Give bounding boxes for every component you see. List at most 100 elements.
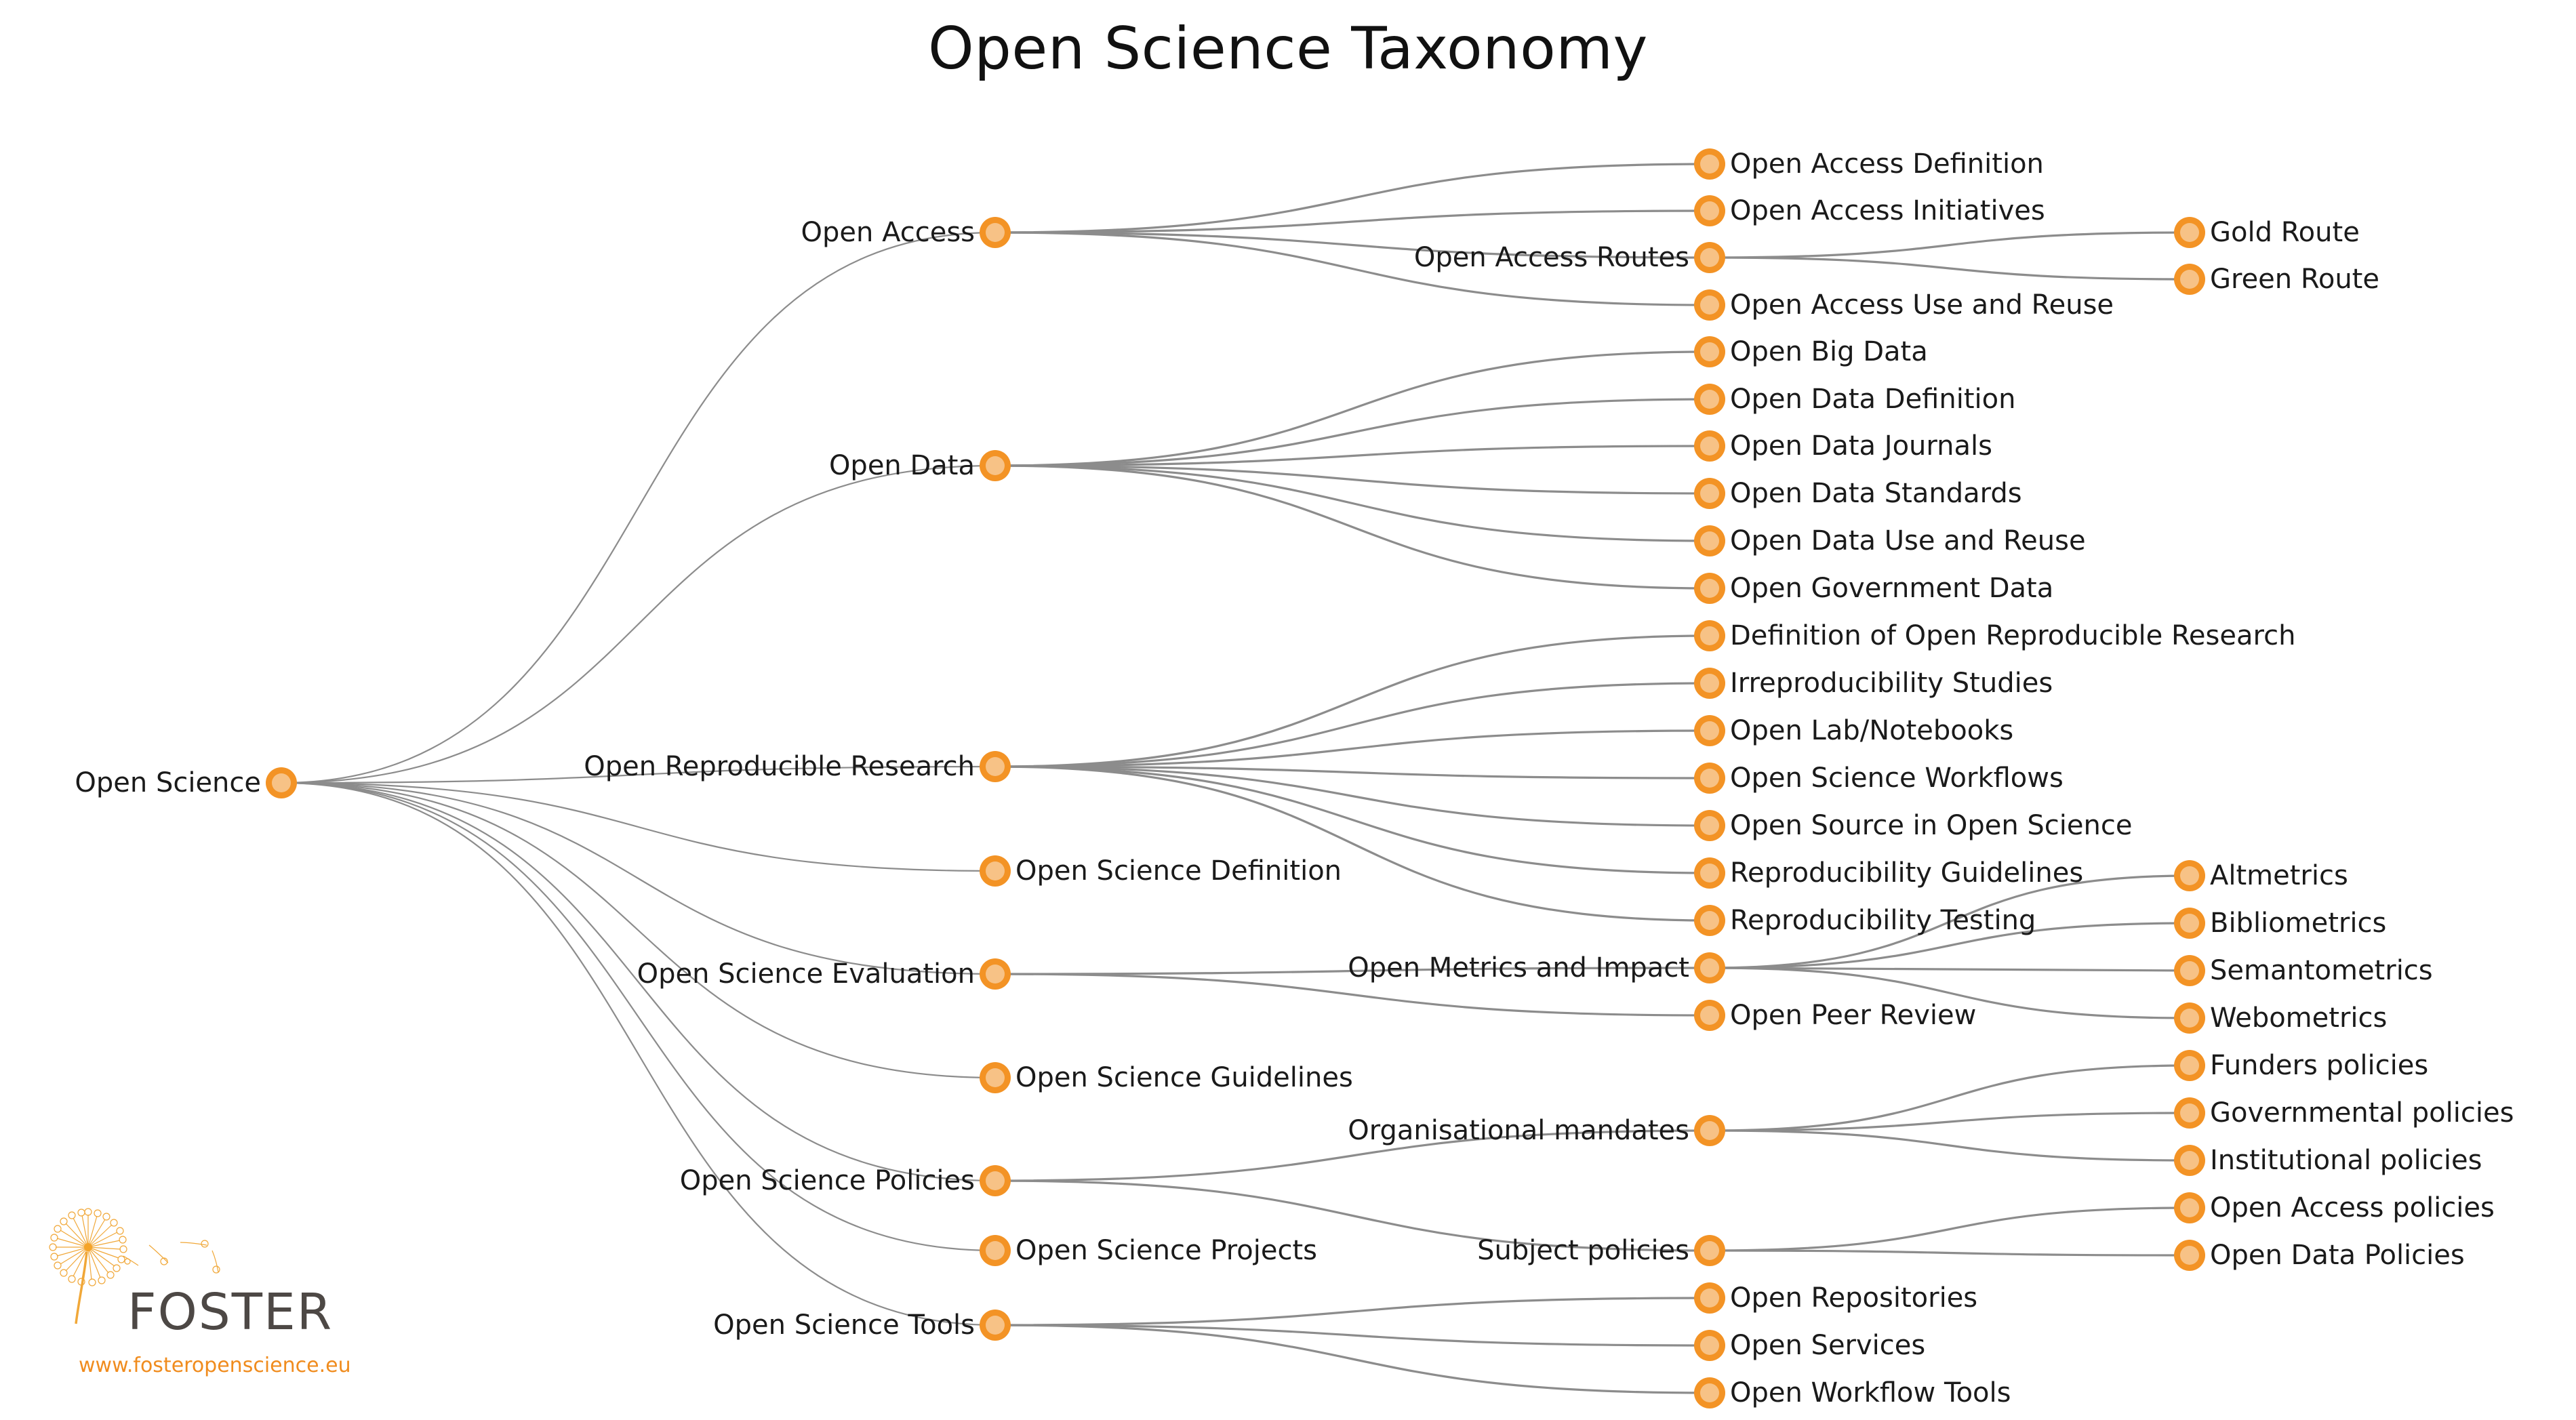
- logo-wordmark: FOSTER: [127, 1283, 334, 1341]
- tree-node-oainit[interactable]: [1694, 195, 1725, 226]
- tree-node-label: Open Government Data: [1730, 573, 2054, 604]
- tree-node-label: Open Access: [801, 217, 975, 248]
- tree-node-label: Open Science Evaluation: [637, 958, 975, 990]
- tree-edge: [994, 350, 1710, 467]
- tree-node-oa[interactable]: [980, 217, 1011, 248]
- tree-node-dorr[interactable]: [1694, 620, 1725, 651]
- tree-node-biblio[interactable]: [2174, 908, 2205, 939]
- tree-edge: [994, 1129, 1710, 1182]
- tree-node-label: Open Data: [828, 450, 975, 481]
- tree-edge: [1709, 967, 2190, 972]
- tree-node-ods[interactable]: [1694, 478, 1725, 509]
- tree-node-label: Bibliometrics: [2210, 908, 2387, 939]
- tree-node-oause[interactable]: [1694, 289, 1725, 321]
- tree-node-oln[interactable]: [1694, 715, 1725, 746]
- tree-node-label: Open Source in Open Science: [1730, 810, 2133, 841]
- tree-edge: [994, 729, 1710, 768]
- tree-node-odj[interactable]: [1694, 430, 1725, 462]
- tree-edge: [281, 464, 996, 784]
- tree-edge: [281, 782, 996, 872]
- tree-node-instp[interactable]: [2174, 1145, 2205, 1176]
- tree-node-subp[interactable]: [1694, 1235, 1725, 1266]
- tree-edge: [994, 765, 1710, 827]
- tree-edge: [1709, 231, 2190, 259]
- tree-edge: [994, 209, 1710, 234]
- tree-node-orep[interactable]: [1694, 1282, 1725, 1314]
- tree-node-oduse[interactable]: [1694, 525, 1725, 556]
- tree-node-semanto[interactable]: [2174, 955, 2205, 986]
- tree-node-label: Open Metrics and Impact: [1348, 952, 1689, 983]
- tree-node-label: Altmetrics: [2210, 860, 2348, 891]
- tree-edge: [994, 967, 1710, 975]
- tree-node-irs[interactable]: [1694, 668, 1725, 699]
- tree-edge: [281, 231, 996, 784]
- tree-node-label: Open Workflow Tools: [1730, 1377, 2011, 1408]
- tree-node-label: Open Access Initiatives: [1730, 195, 2045, 226]
- tree-edge: [1709, 922, 2190, 969]
- logo-url[interactable]: www.fosteropenscience.eu: [79, 1354, 351, 1377]
- tree-node-govp[interactable]: [2174, 1097, 2205, 1129]
- tree-node-oserv[interactable]: [1694, 1330, 1725, 1361]
- tree-node-label: Reproducibility Guidelines: [1730, 857, 2084, 889]
- tree-node-label: Open Science Projects: [1015, 1235, 1318, 1266]
- tree-node-osproj[interactable]: [980, 1235, 1011, 1266]
- tree-node-label: Open Data Policies: [2210, 1240, 2465, 1271]
- tree-edge: [1709, 1112, 2190, 1132]
- tree-edge: [994, 765, 1710, 922]
- tree-node-label: Subject policies: [1477, 1235, 1689, 1266]
- tree-edge: [994, 634, 1710, 768]
- tree-edge: [994, 231, 1710, 306]
- tree-node-label: Open Services: [1730, 1330, 1926, 1361]
- tree-node-osw[interactable]: [1694, 763, 1725, 794]
- tree-node-label: Open Lab/Notebooks: [1730, 715, 2014, 746]
- tree-node-owt[interactable]: [1694, 1377, 1725, 1408]
- tree-node-oadef[interactable]: [1694, 148, 1725, 180]
- tree-edge: [994, 445, 1710, 467]
- tree-node-gold[interactable]: [2174, 217, 2205, 248]
- tree-node-label: Irreproducibility Studies: [1730, 668, 2053, 699]
- tree-node-rg[interactable]: [1694, 857, 1725, 889]
- tree-node-oddef[interactable]: [1694, 384, 1725, 415]
- tree-node-osos[interactable]: [1694, 810, 1725, 841]
- tree-node-label: Open Access Definition: [1730, 148, 2044, 180]
- tree-node-label: Open Peer Review: [1730, 1000, 1977, 1031]
- tree-edge: [281, 782, 996, 1252]
- tree-node-label: Institutional policies: [2210, 1145, 2482, 1176]
- tree-edge: [994, 464, 1710, 590]
- tree-node-alt[interactable]: [2174, 860, 2205, 891]
- tree-node-label: Open Access policies: [2210, 1192, 2495, 1223]
- tree-node-obd[interactable]: [1694, 336, 1725, 367]
- tree-node-webo[interactable]: [2174, 1002, 2205, 1034]
- tree-node-fundp[interactable]: [2174, 1050, 2205, 1081]
- tree-node-osp[interactable]: [980, 1165, 1011, 1196]
- tree-node-rt[interactable]: [1694, 905, 1725, 936]
- tree-node-oaroutes[interactable]: [1694, 242, 1725, 273]
- tree-node-orr[interactable]: [980, 751, 1011, 782]
- tree-node-osg[interactable]: [980, 1062, 1011, 1093]
- tree-node-label: Definition of Open Reproducible Research: [1730, 620, 2296, 651]
- tree-edge: [1709, 967, 2190, 1019]
- tree-edge: [1709, 1129, 2190, 1162]
- tree-node-label: Gold Route: [2210, 217, 2360, 248]
- tree-node-od[interactable]: [980, 450, 1011, 481]
- tree-node-label: Webometrics: [2210, 1002, 2388, 1034]
- tree-edge: [281, 782, 996, 1182]
- tree-node-osd[interactable]: [980, 855, 1011, 887]
- tree-node-green[interactable]: [2174, 264, 2205, 295]
- tree-node-label: Open Data Definition: [1730, 384, 2016, 415]
- tree-node-omi[interactable]: [1694, 952, 1725, 983]
- tree-node-ost[interactable]: [980, 1310, 1011, 1341]
- tree-node-root[interactable]: [266, 767, 297, 798]
- tree-node-oap[interactable]: [2174, 1192, 2205, 1223]
- tree-node-ose[interactable]: [980, 958, 1011, 990]
- tree-edge: [1709, 1206, 2190, 1252]
- tree-node-opr[interactable]: [1694, 1000, 1725, 1031]
- tree-node-orgm[interactable]: [1694, 1115, 1725, 1146]
- tree-node-odp[interactable]: [2174, 1240, 2205, 1271]
- tree-node-label: Organisational mandates: [1348, 1115, 1689, 1146]
- tree-node-ogd[interactable]: [1694, 573, 1725, 604]
- tree-edge: [994, 464, 1710, 495]
- tree-edge: [994, 765, 1710, 779]
